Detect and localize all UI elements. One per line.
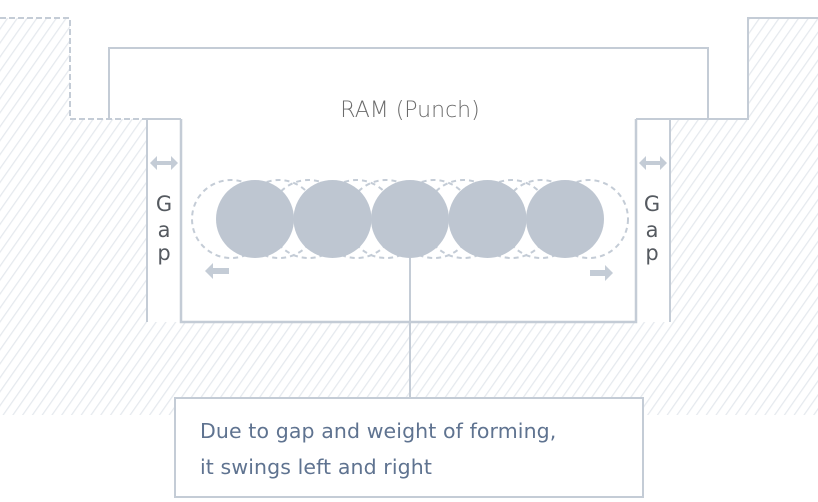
workpiece [526, 180, 604, 258]
gap-right-letter: a [646, 218, 659, 242]
die-right-edge [636, 17, 818, 120]
workpiece [216, 180, 294, 258]
gap-right-letter: G [644, 192, 660, 216]
gap-left-letter: p [157, 241, 170, 265]
callout-text: Due to gap and weight of forming, it swi… [200, 413, 556, 485]
punch-outline [179, 119, 638, 324]
workpiece [371, 180, 449, 258]
gap-left-letter: G [156, 192, 172, 216]
arrow-left-icon [205, 263, 229, 279]
callout-line-2: it swings left and right [200, 455, 432, 479]
gap-left-letter: a [158, 218, 171, 242]
callout-line-1: Due to gap and weight of forming, [200, 419, 557, 443]
double-arrow-horizontal-icon [639, 156, 667, 170]
ram-label: RAM (Punch) [340, 98, 479, 123]
arrow-right-icon [590, 265, 613, 281]
ram-outline [108, 47, 709, 119]
workpiece [448, 180, 527, 258]
workpiece [293, 180, 372, 258]
callout-box: Due to gap and weight of forming, it swi… [174, 397, 644, 498]
workpieces [216, 180, 604, 258]
gap-right-letter: p [645, 241, 658, 265]
double-arrow-horizontal-icon [150, 156, 178, 170]
workpiece-outline-right [549, 179, 629, 259]
